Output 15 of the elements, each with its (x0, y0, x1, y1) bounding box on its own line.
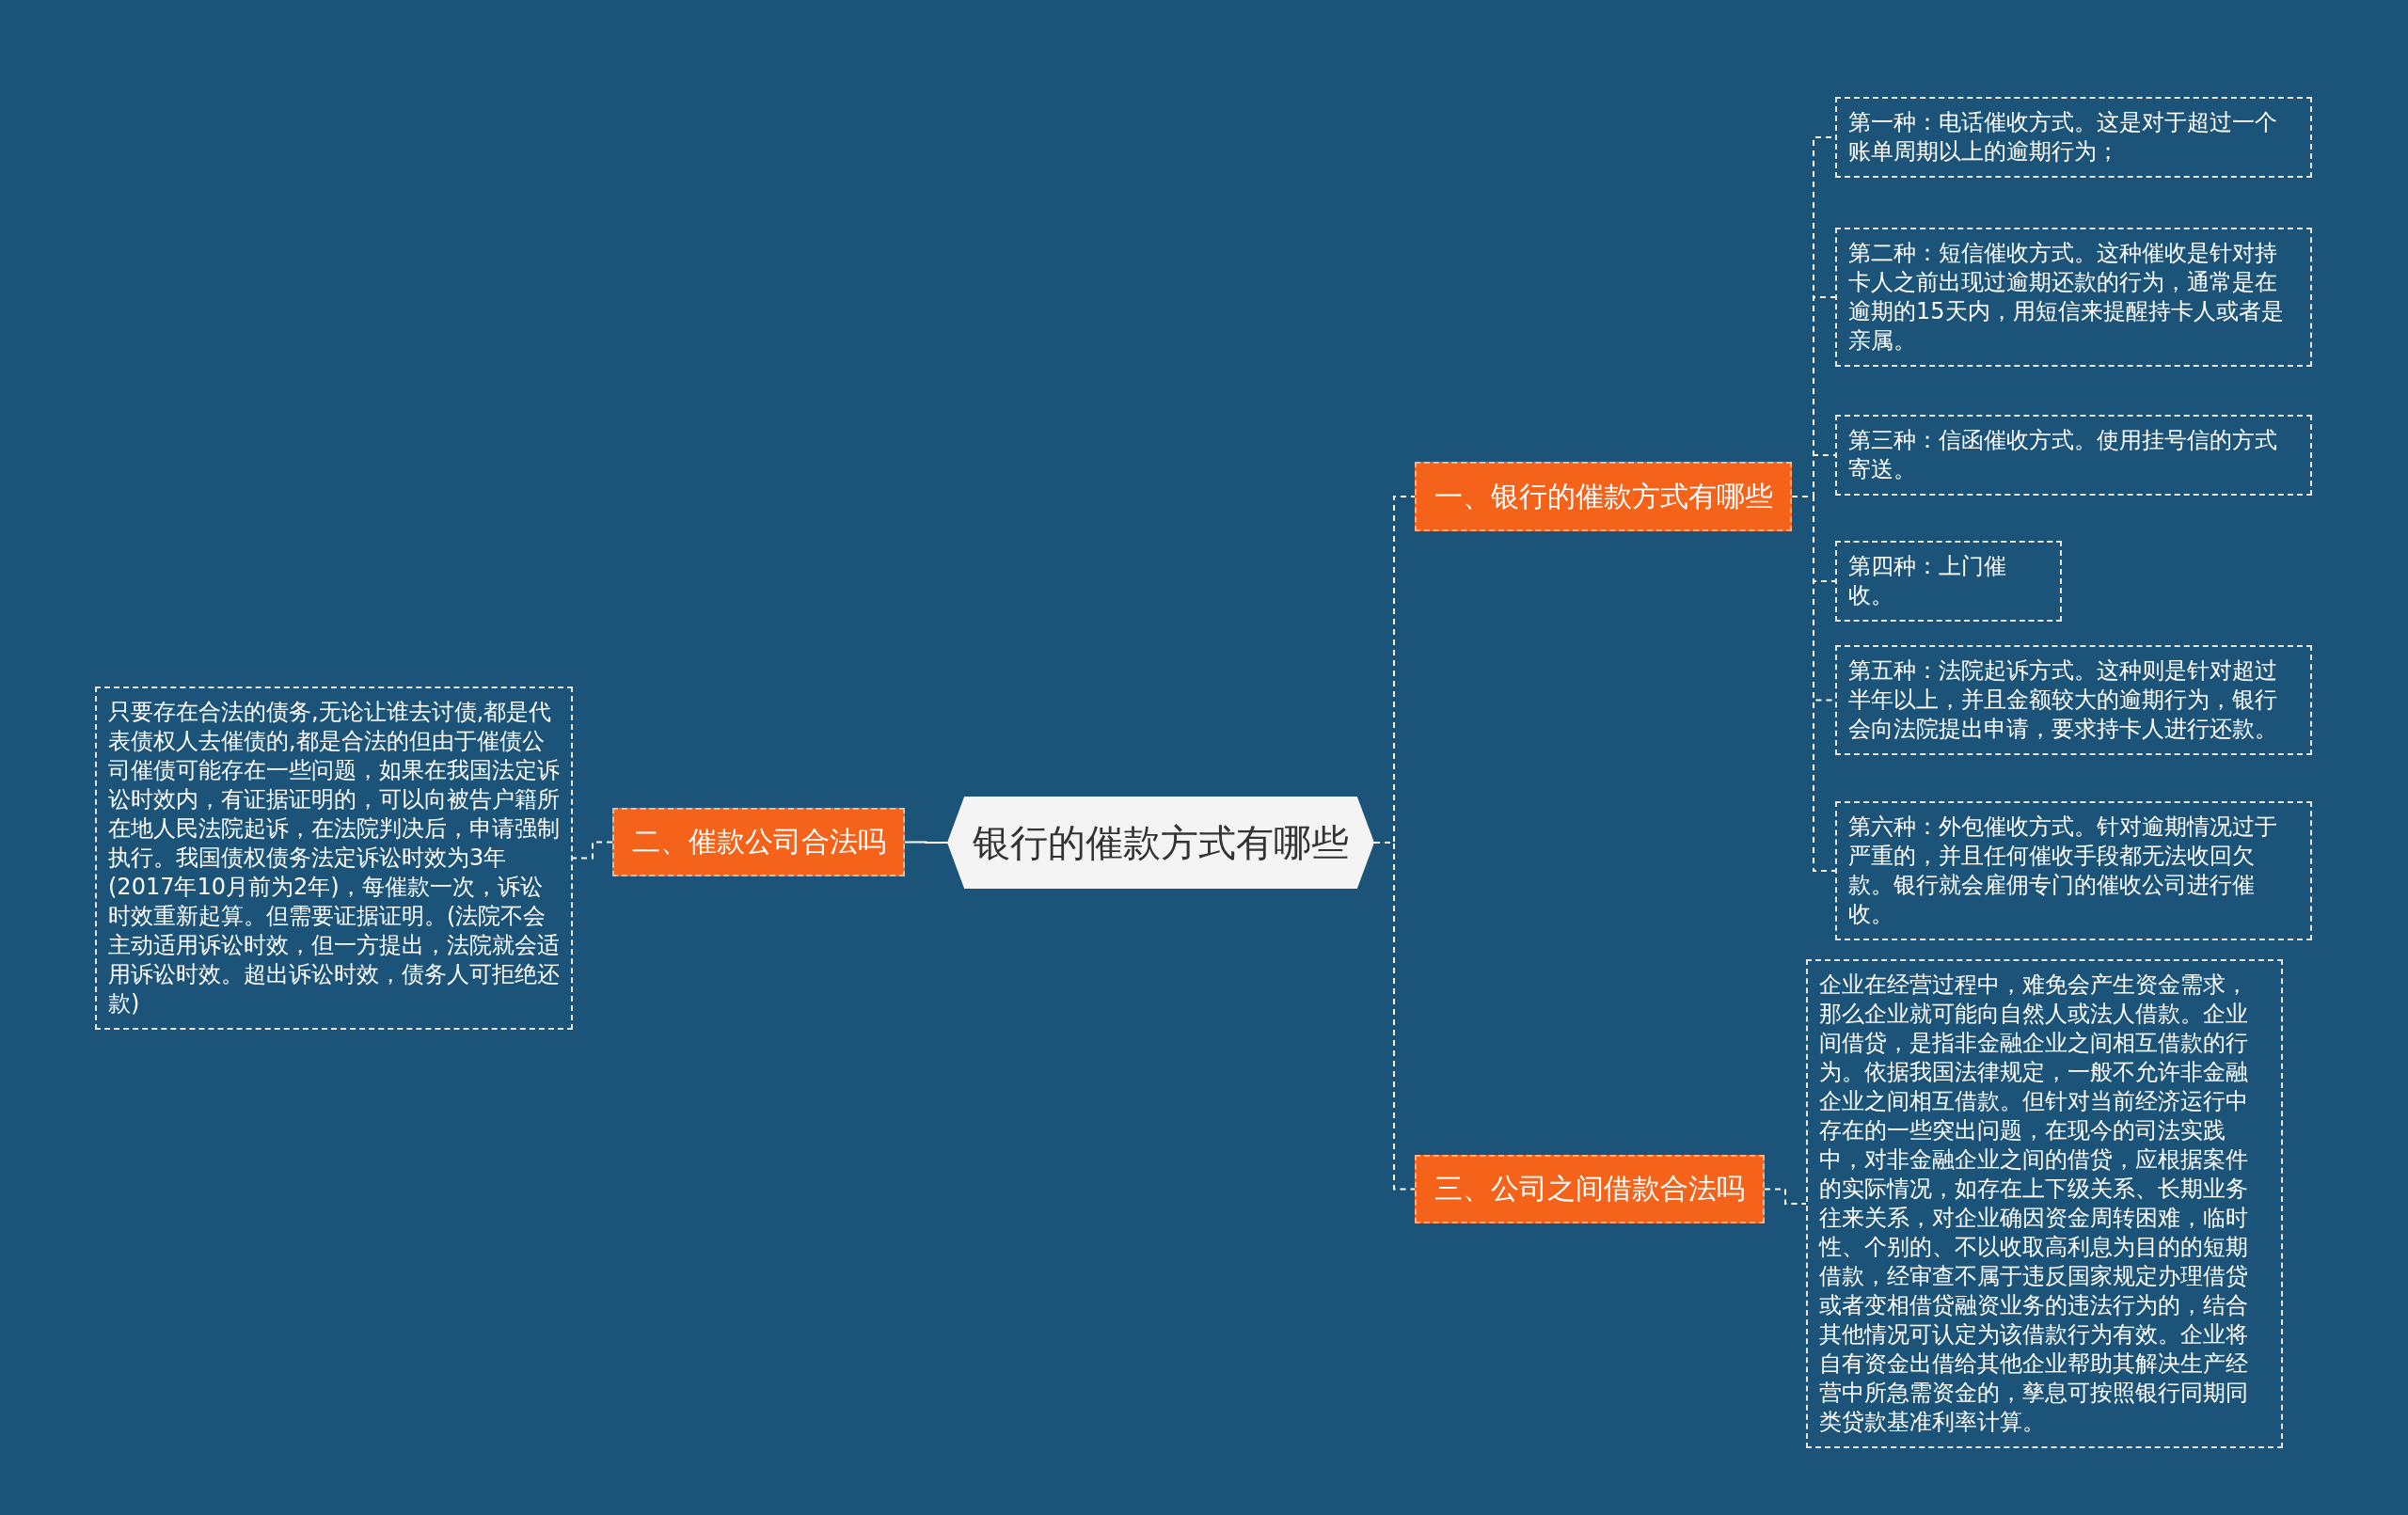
note-box: 第二种：短信催收方式。这种催收是针对持卡人之前出现过逾期还款的行为，通常是在逾期的15天内，用短信来提醒持卡人或者是亲属。 (1835, 228, 2312, 367)
connector-line (1764, 1188, 1807, 1205)
connector-line (572, 841, 613, 860)
central-topic-box: 银行的催款方式有哪些 (947, 797, 1374, 889)
note-box: 第一种：电话催收方式。这是对于超过一个账单周期以上的逾期行为； (1835, 97, 2312, 178)
branch-topic-box: 三、公司之间借款合法吗 (1415, 1155, 1765, 1223)
note-box: 第四种：上门催收。 (1835, 541, 2062, 622)
branch-topic-box: 一、银行的催款方式有哪些 (1415, 462, 1792, 531)
note-box: 企业在经营过程中，难免会产生资金需求，那么企业就可能向自然人或法人借款。企业间借贷，是指非金融企业之间相互借款的行为。依据我国法律规定，一般不允许非金融企业之间相互借款。但针对当前经济运行中存在的一些突出问题，在现今的司法实践中，对非金融企业之间的借贷，应根据案件的实际情况，如存在上下级关系、长期业务往来关系，对企业确因资金周转困难，临时性、个别的、不以收取高利息为目的的短期借款，经审查不属于违反国家规定办理借贷或者变相借贷融资业务的违法行为的，结合其他情况可认定为该借款行为有效。企业将自有资金出借给其他企业帮助其解决生产经营中所急需资金的，孳息可按照银行同期同类贷款基准利率计算。 (1806, 959, 2283, 1448)
note-box: 第六种：外包催收方式。针对逾期情况过于严重的，并且任何催收手段都无法收回欠款。银行就会雇佣专门的催收公司进行催收。 (1835, 801, 2312, 940)
note-box: 第三种：信函催收方式。使用挂号信的方式寄送。 (1835, 415, 2312, 496)
note-box: 只要存在合法的债务,无论让谁去讨债,都是代表债权人去催债的,都是合法的但由于催债公司催债可能存在一些问题，如果在我国法定诉讼时效内，有证据证明的，可以向被告户籍所在地人民法院起诉，在法院判决后，申请强制执行。我国债权债务法定诉讼时效为3年(2017年10月前为2年)，每催款一次，诉讼时效重新起算。但需要证据证明。(法院不会主动适用诉讼时效，但一方提出，法院就会适用诉讼时效。超出诉讼时效，债务人可拒绝还款) (95, 686, 573, 1030)
branch-topic-box: 二、催款公司合法吗 (612, 808, 905, 876)
note-box: 第五种：法院起诉方式。这种则是针对超过半年以上，并且金额较大的逾期行为，银行会向法院提出申请，要求持卡人进行还款。 (1835, 645, 2312, 755)
connector-line (904, 841, 948, 844)
